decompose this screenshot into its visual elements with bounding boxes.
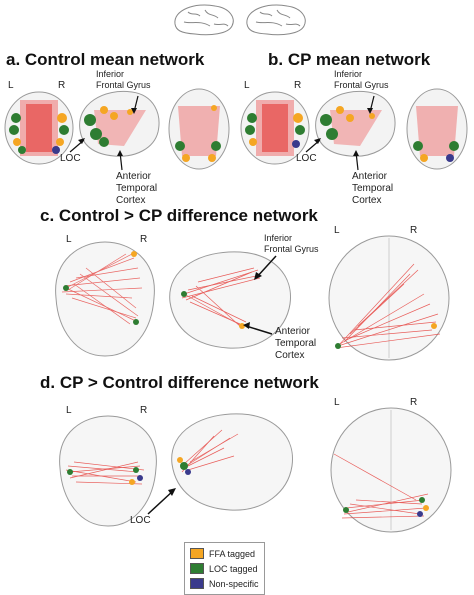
legend: FFA tagged LOC tagged Non-specific (184, 542, 265, 595)
panel-a-back-view (4, 91, 74, 165)
panel-d-top-right-label: R (410, 397, 418, 408)
node-cluster-left (9, 113, 26, 154)
panel-d-top-view (330, 407, 452, 533)
brain-icons-header (174, 4, 306, 36)
panel-c-top-right-label: R (410, 225, 418, 236)
panel-a-lateral-view (79, 90, 160, 157)
panel-c-left-label: L (66, 234, 72, 245)
panel-c-title: c. Control > CP difference network (40, 206, 318, 225)
panel-d-top-left-label: L (334, 397, 340, 408)
panel-d-title: d. CP > Control difference network (40, 373, 319, 392)
panel-c-lateral-edges (181, 267, 261, 329)
panel-b-back-view (240, 91, 310, 165)
panel-d-right-label: R (140, 405, 148, 416)
panel-a-top-view (168, 88, 230, 170)
panel-c-top-edges (335, 263, 441, 349)
panel-b-atc-label: Anterior Temporal Cortex (352, 171, 394, 206)
panel-c-back-view (55, 241, 155, 357)
legend-swatch-loc (190, 563, 204, 574)
panel-b-left-label: L (244, 80, 250, 91)
legend-label-nonspecific: Non-specific (209, 578, 259, 589)
panel-a-atc-label: Anterior Temporal Cortex (116, 171, 158, 206)
legend-label-loc: LOC tagged (209, 563, 258, 574)
brain-icon-left (174, 4, 234, 36)
panel-d-arrows (147, 488, 176, 515)
legend-item-nonspecific: Non-specific (190, 576, 259, 591)
brain-icon-right (246, 4, 306, 36)
panel-c-top-view (328, 235, 450, 361)
node-cluster-right (52, 113, 69, 154)
legend-swatch-ffa (190, 548, 204, 559)
panel-d-loc-label: LOC (130, 515, 151, 526)
panel-c-top-left-label: L (334, 225, 340, 236)
panel-a-title: a. Control mean network (6, 50, 205, 69)
panel-b-loc-label: LOC (296, 153, 317, 164)
panel-b-right-label: R (294, 80, 302, 91)
panel-c-arrows (243, 255, 277, 335)
panel-c-ifg-label: Inferior Frontal Gyrus (264, 233, 319, 254)
panel-a-left-label: L (8, 80, 14, 91)
panel-d-lateral-view (171, 413, 293, 511)
panel-b-ifg-label: Inferior Frontal Gyrus (334, 69, 389, 90)
panel-a-loc-label: LOC (60, 153, 81, 164)
panel-b-arrows (305, 95, 375, 171)
panel-c-atc-label: Anterior Temporal Cortex (275, 326, 317, 361)
panel-b-top-view (406, 88, 468, 170)
legend-swatch-nonspecific (190, 578, 204, 589)
panel-a-arrows (69, 95, 139, 171)
legend-item-ffa: FFA tagged (190, 546, 259, 561)
panel-b-title: b. CP mean network (268, 50, 431, 69)
panel-b-lateral-view (315, 90, 396, 157)
panel-d-left-label: L (66, 405, 72, 416)
legend-label-ffa: FFA tagged (209, 548, 256, 559)
panel-a-right-label: R (58, 80, 66, 91)
panel-c-back-edges (61, 251, 143, 325)
panel-d-top-edges (333, 453, 429, 519)
legend-item-loc: LOC tagged (190, 561, 259, 576)
panel-d-back-view (59, 415, 157, 527)
panel-a-ifg-label: Inferior Frontal Gyrus (96, 69, 151, 90)
panel-c-right-label: R (140, 234, 148, 245)
